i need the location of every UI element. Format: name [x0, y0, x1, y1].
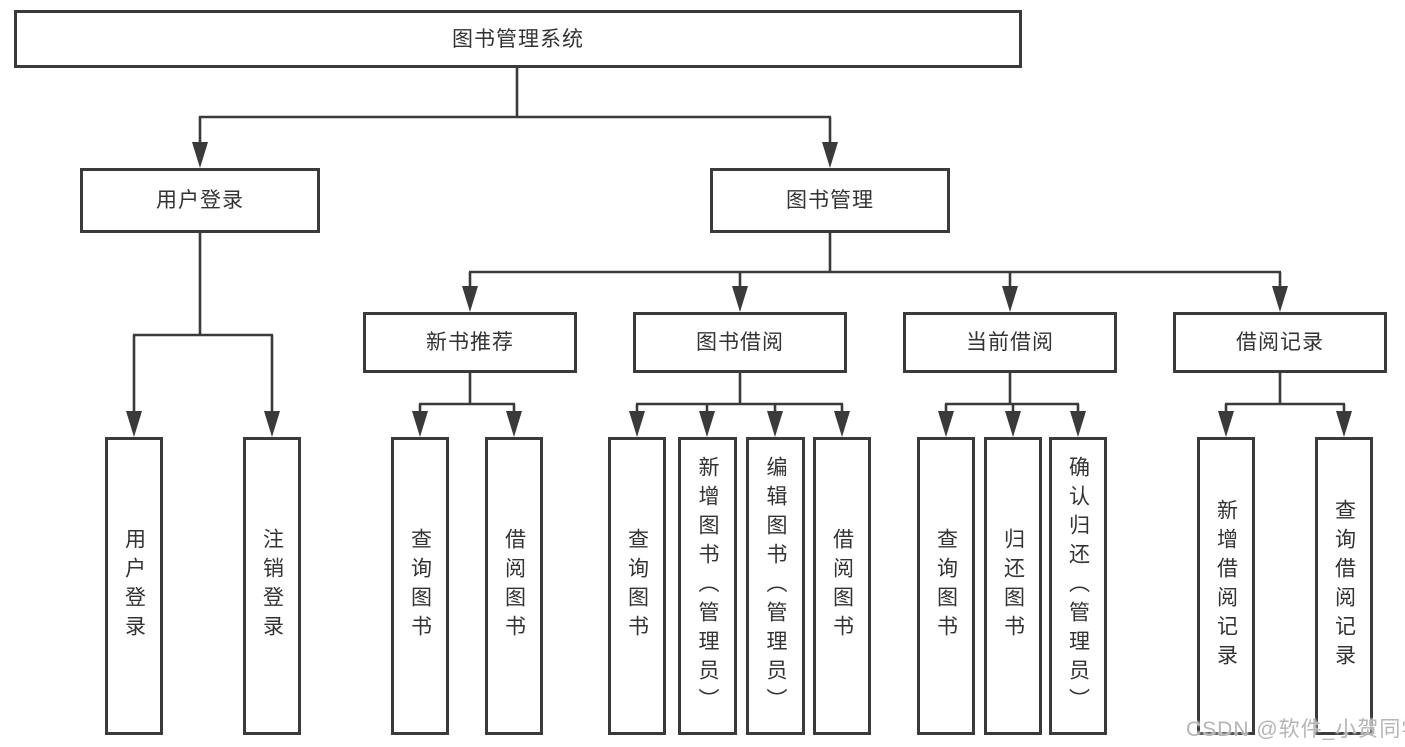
node-ul-user-login: 用户登录	[105, 437, 163, 735]
node-bb-borrow: 借阅图书	[813, 437, 871, 735]
node-bb-query: 查询图书	[608, 437, 666, 735]
node-br-add-label: 新增借阅记录	[1214, 499, 1238, 673]
node-br-query-label: 查询借阅记录	[1332, 499, 1356, 673]
node-bb-add: 新增图书（管理员）	[678, 437, 737, 735]
node-nbr-borrow: 借阅图书	[485, 437, 543, 735]
node-br-query: 查询借阅记录	[1315, 437, 1373, 735]
node-new-book-rec: 新书推荐	[363, 312, 577, 373]
node-user-login: 用户登录	[80, 168, 320, 233]
node-bb-add-label: 新增图书（管理员）	[696, 455, 719, 717]
node-bb-edit-label: 编辑图书（管理员）	[764, 455, 787, 717]
node-cb-return-label: 归还图书	[1001, 528, 1025, 644]
node-current-borrow: 当前借阅	[903, 312, 1117, 373]
node-cb-confirm: 确认归还（管理员）	[1049, 437, 1107, 735]
node-borrow-records: 借阅记录	[1173, 312, 1387, 373]
node-user-login-label: 用户登录	[156, 189, 244, 212]
node-nbr-borrow-label: 借阅图书	[502, 528, 526, 644]
node-book-mgmt-label: 图书管理	[786, 189, 874, 212]
node-bb-borrow-label: 借阅图书	[830, 528, 854, 644]
node-ul-logout-label: 注销登录	[260, 528, 284, 644]
node-ul-logout: 注销登录	[243, 437, 301, 735]
node-cb-return: 归还图书	[984, 437, 1042, 735]
node-current-borrow-label: 当前借阅	[966, 331, 1054, 354]
watermark: CSDN @软件_小贺同学	[1186, 718, 1405, 741]
node-book-borrow-label: 图书借阅	[696, 331, 784, 354]
node-ul-user-login-label: 用户登录	[122, 528, 146, 644]
node-book-mgmt: 图书管理	[710, 168, 950, 233]
node-cb-confirm-label: 确认归还（管理员）	[1066, 455, 1090, 717]
node-br-add: 新增借阅记录	[1197, 437, 1255, 735]
node-cb-query: 查询图书	[917, 437, 975, 735]
node-nbr-query-label: 查询图书	[408, 528, 432, 644]
node-root: 图书管理系统	[14, 10, 1022, 68]
node-nbr-query: 查询图书	[391, 437, 449, 735]
node-book-borrow: 图书借阅	[633, 312, 847, 373]
node-root-label: 图书管理系统	[452, 27, 584, 51]
node-new-book-rec-label: 新书推荐	[426, 331, 514, 354]
node-bb-edit: 编辑图书（管理员）	[746, 437, 805, 735]
node-bb-query-label: 查询图书	[625, 528, 649, 644]
node-borrow-records-label: 借阅记录	[1236, 331, 1324, 354]
node-cb-query-label: 查询图书	[934, 528, 958, 644]
